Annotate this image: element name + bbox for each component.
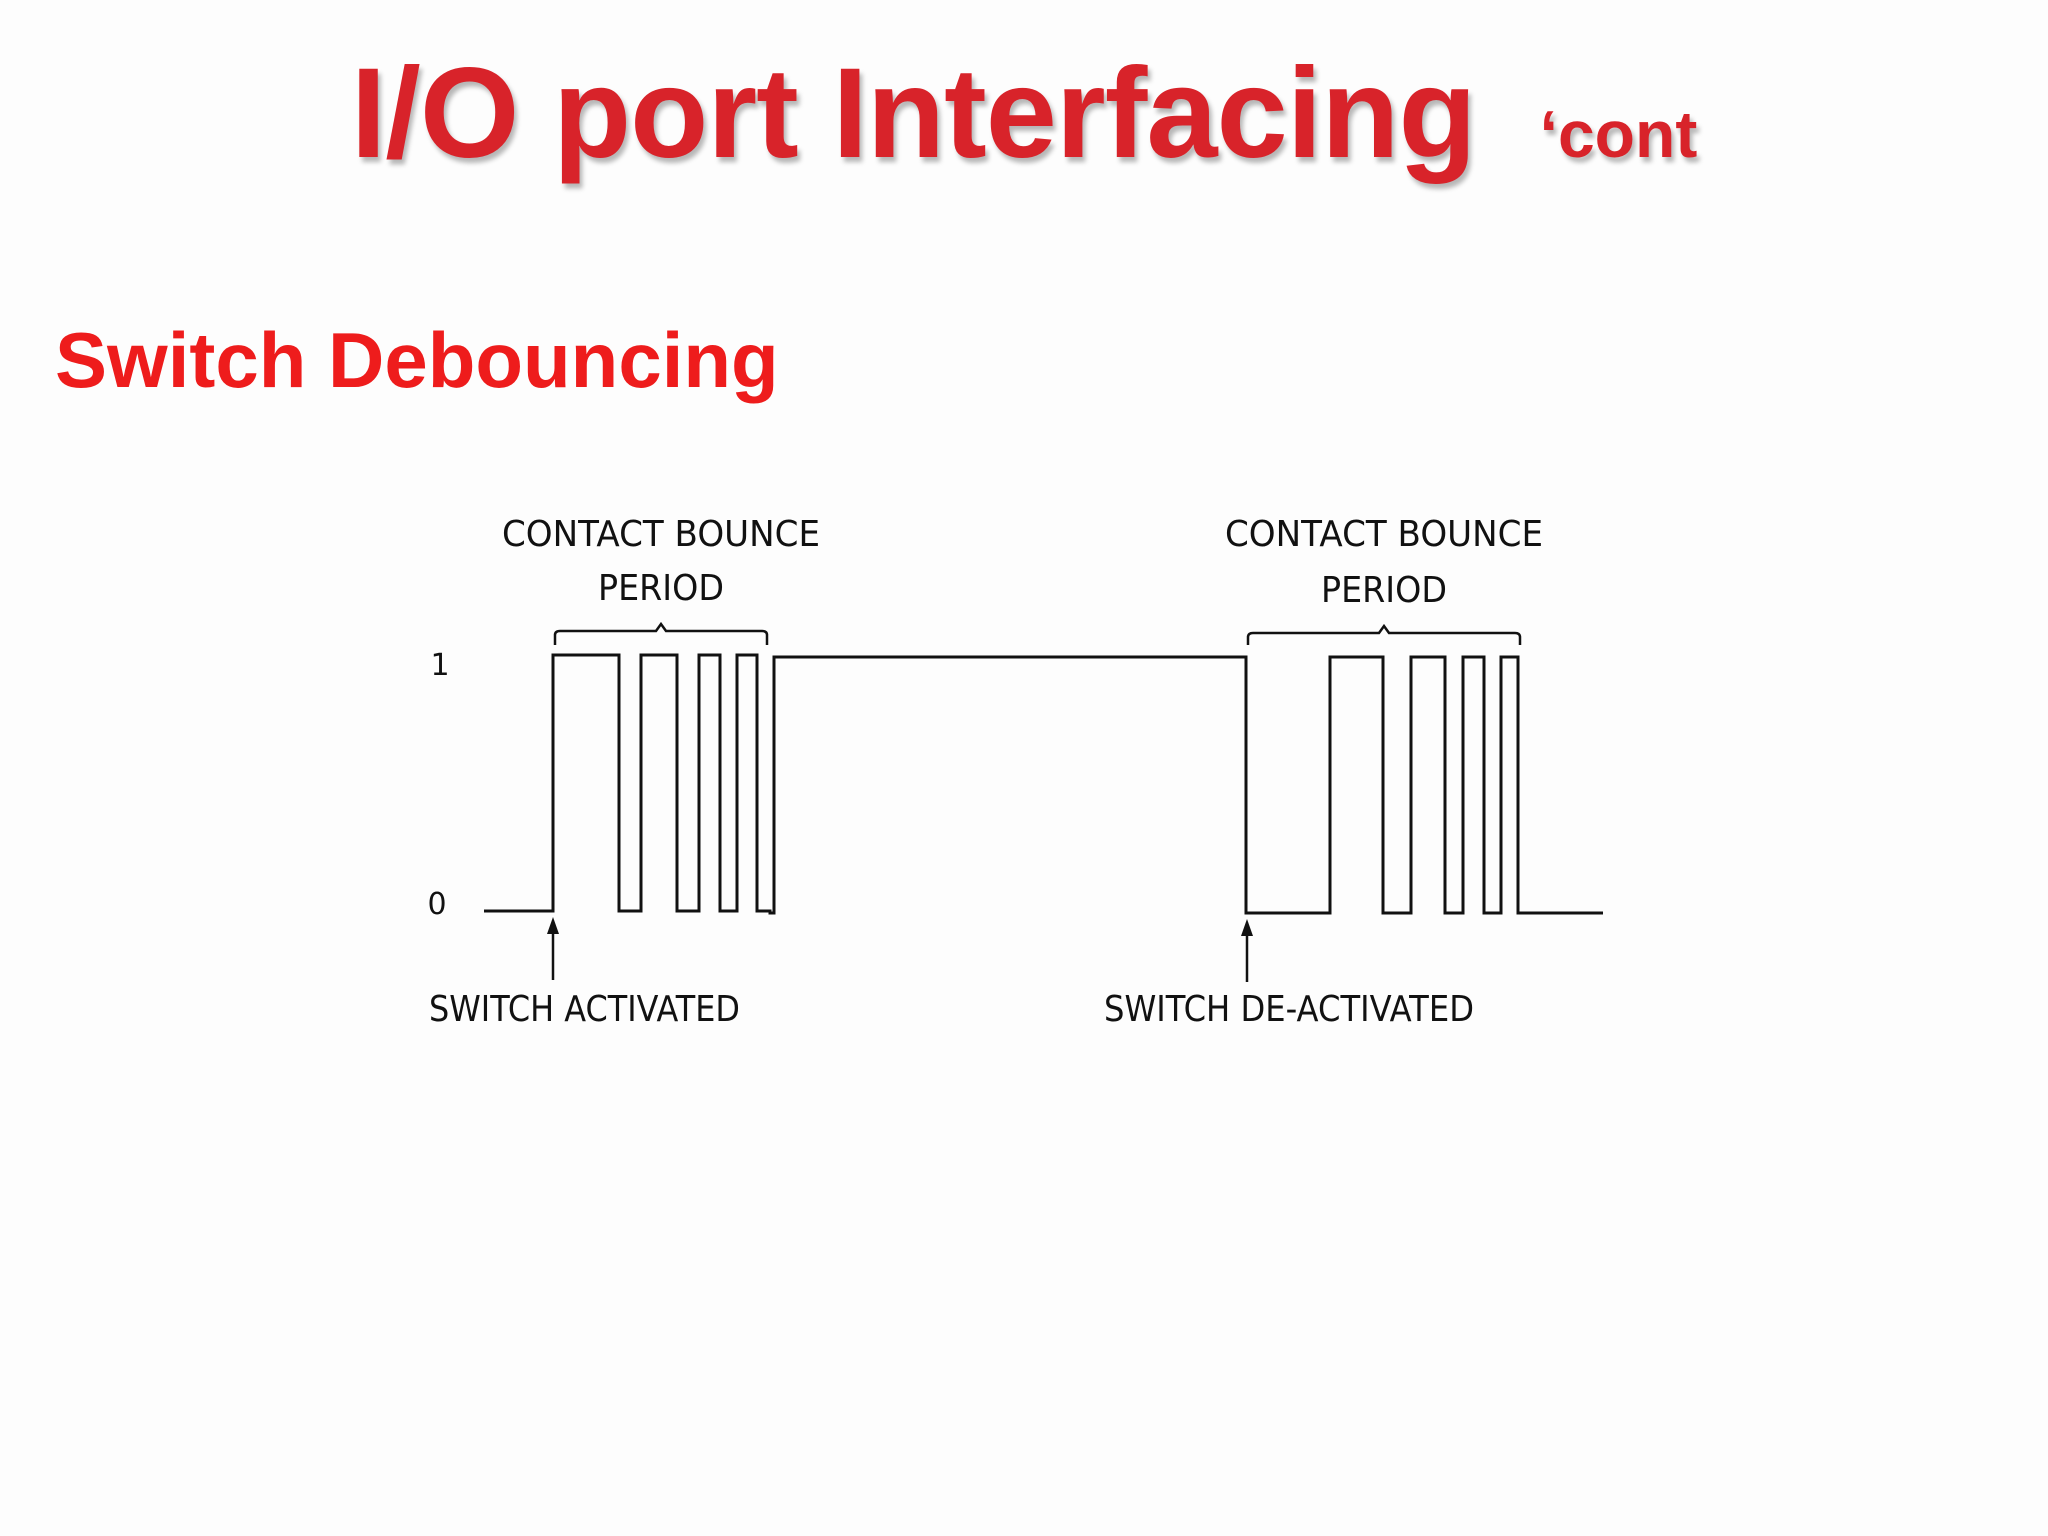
section-heading: Switch Debouncing	[55, 316, 779, 404]
switch-deactivated-arrow	[1241, 919, 1253, 982]
bounce-period-brace-2	[1246, 623, 1522, 645]
switch-signal-trace	[484, 653, 1603, 915]
level-high-label: 1	[430, 648, 449, 683]
level-low-label: 0	[427, 887, 446, 922]
bounce-period-brace-1	[553, 621, 769, 645]
bounce-period-label-1-line1: CONTACT BOUNCE	[502, 514, 820, 555]
title-suffix: ‘cont	[1539, 97, 1698, 171]
switch-activated-arrow	[547, 917, 559, 980]
title-main: I/O port Interfacing	[350, 42, 1477, 185]
switch-activated-label: SWITCH ACTIVATED	[429, 989, 740, 1030]
slide-title: I/O port Interfacing ‘cont	[0, 40, 2048, 200]
switch-deactivated-label: SWITCH DE-ACTIVATED	[1104, 989, 1474, 1030]
bounce-period-label-1-line2: PERIOD	[598, 568, 724, 609]
bounce-period-label-2-line2: PERIOD	[1321, 570, 1447, 611]
bounce-period-label-2-line1: CONTACT BOUNCE	[1225, 514, 1543, 555]
